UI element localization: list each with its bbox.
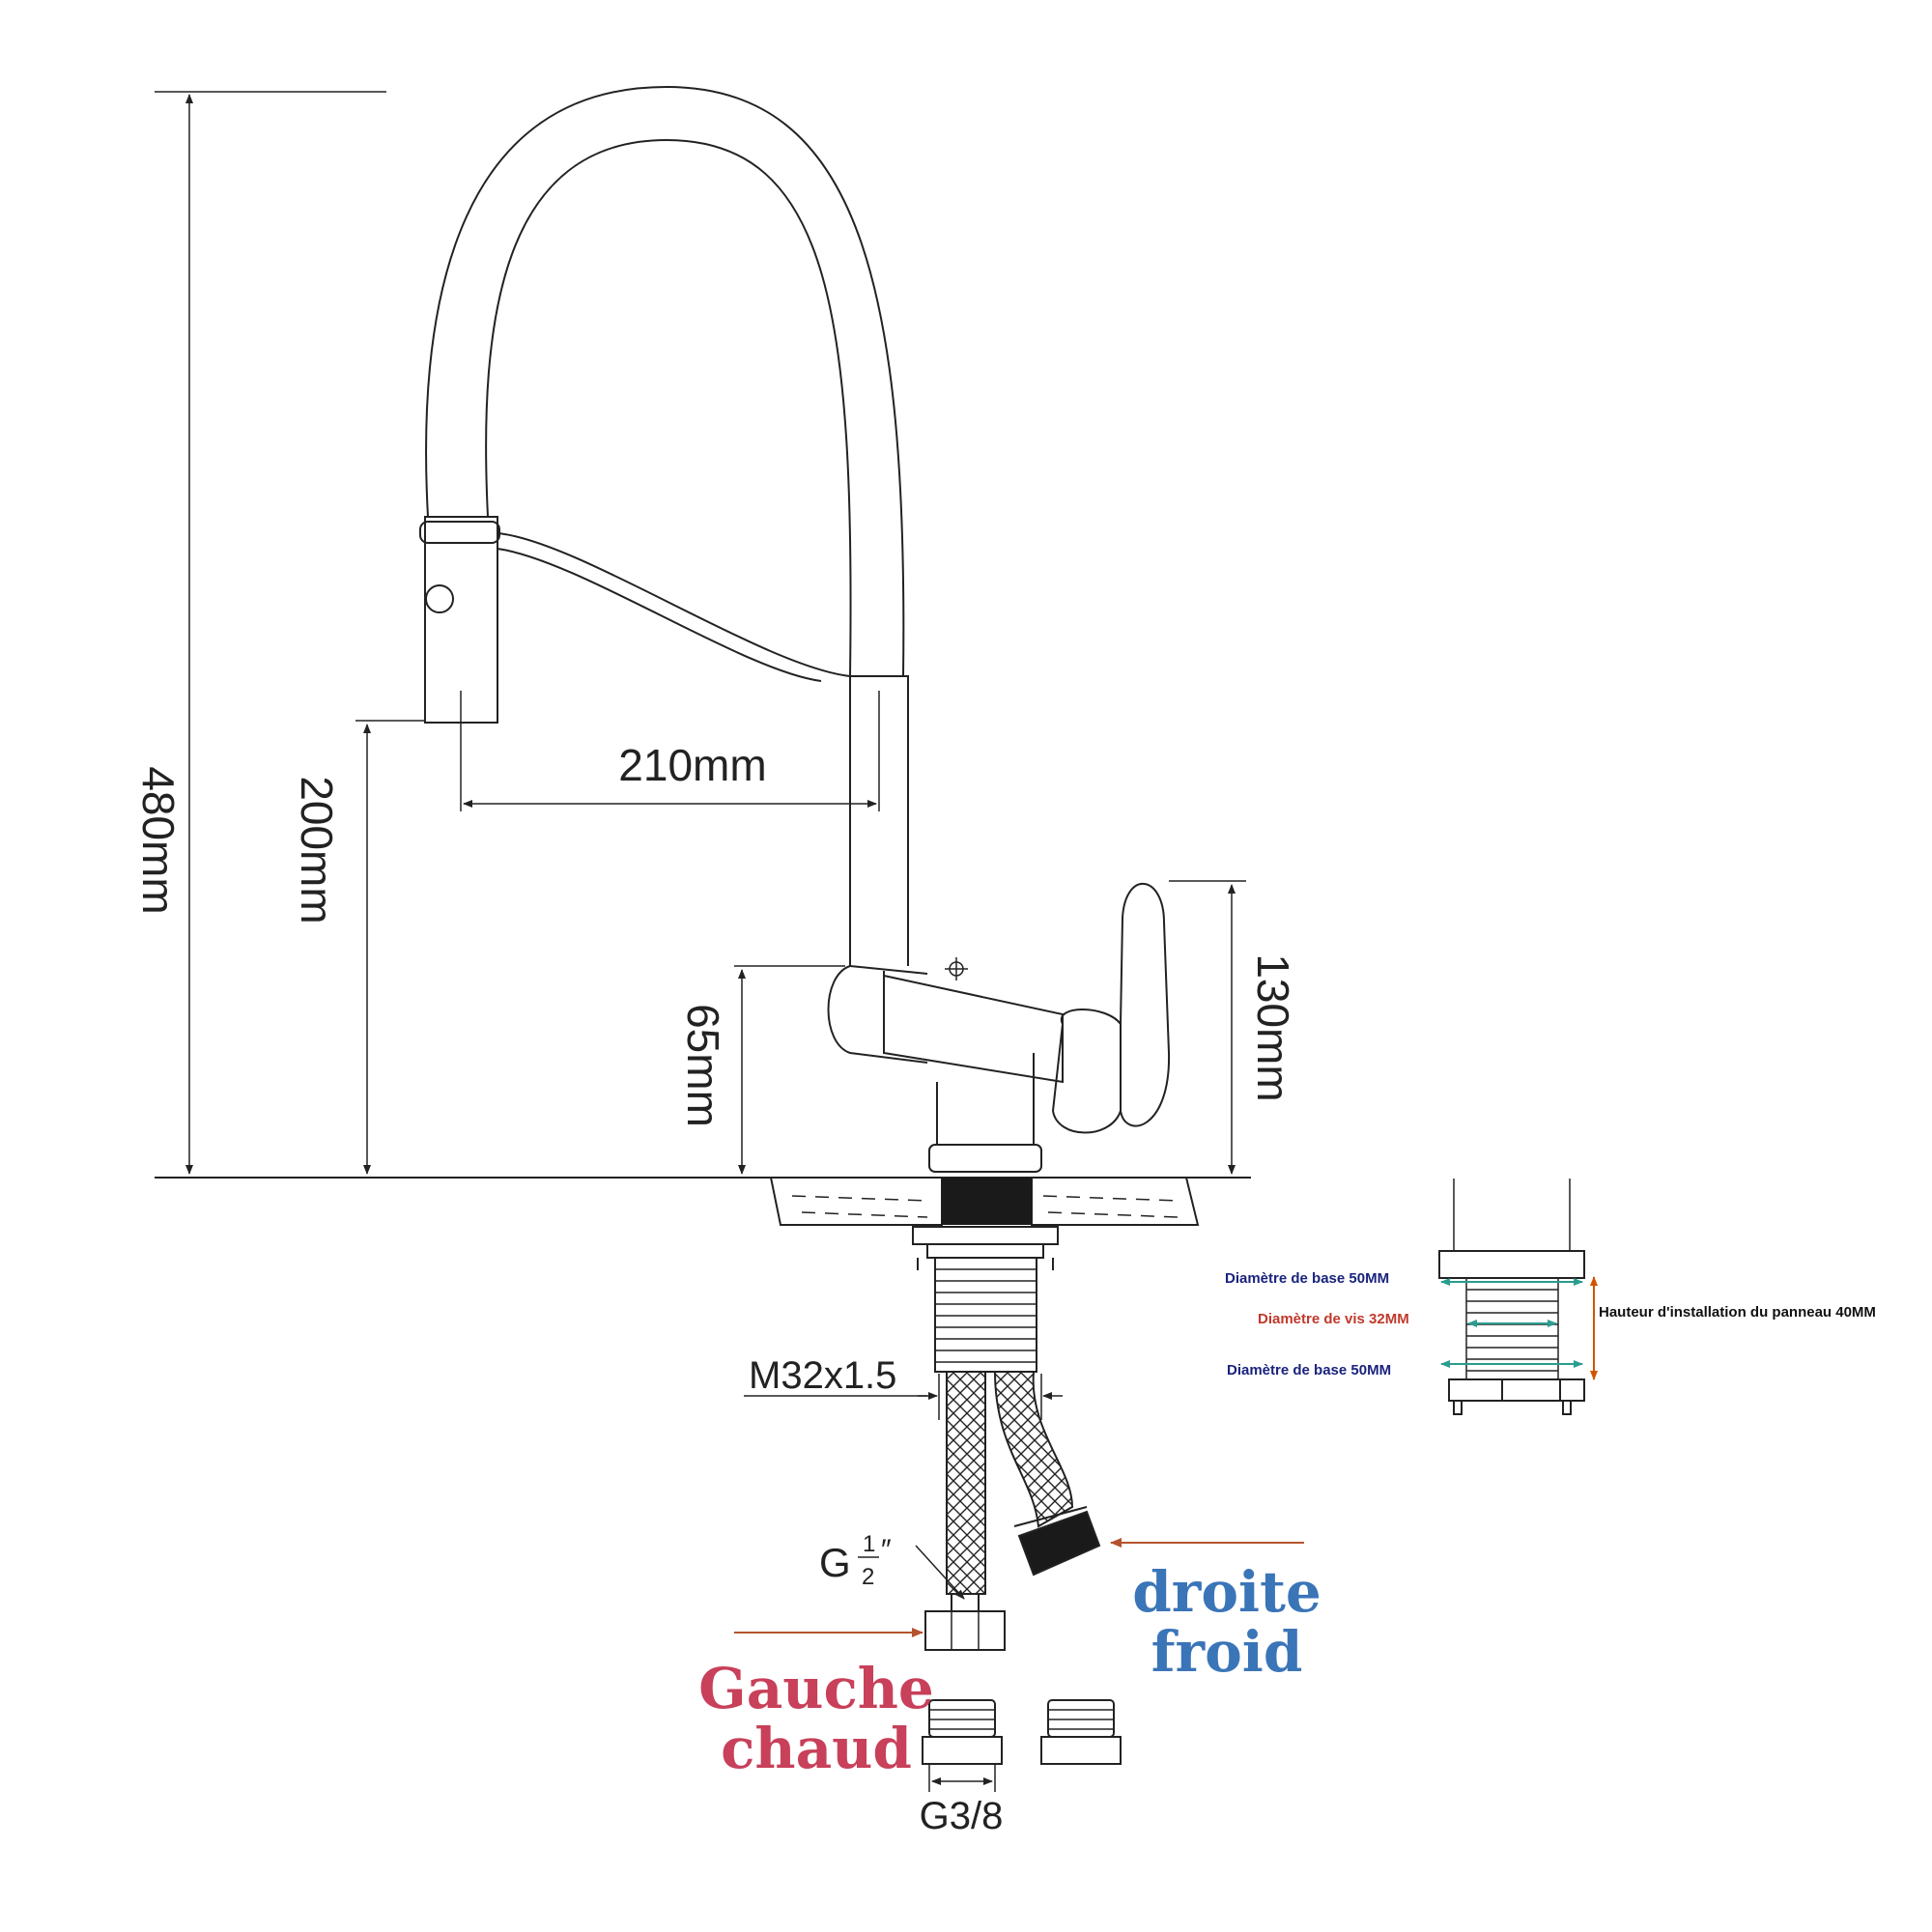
adapter-left: [922, 1699, 1003, 1765]
label-hose-fitting-num: 1: [863, 1531, 875, 1557]
label-hose-fitting-den: 2: [862, 1564, 874, 1590]
mounting-detail: [1438, 1179, 1598, 1415]
mount-shank: [912, 1226, 1059, 1373]
label-screw-diameter: Diamètre de vis 32MM: [1258, 1311, 1409, 1327]
supply-hoses: [924, 1371, 1101, 1651]
label-body-height: 65mm: [678, 1004, 728, 1127]
label-left-hot-1: Gauche: [698, 1656, 934, 1721]
label-base-diameter-bottom: Diamètre de base 50MM: [1227, 1362, 1391, 1378]
label-spout-height: 200mm: [292, 776, 342, 923]
label-thread: M32x1.5: [749, 1354, 896, 1397]
faucet-outline: [419, 85, 1171, 1173]
label-handle-height: 130mm: [1248, 953, 1298, 1101]
label-right-cold-2: froid: [1151, 1619, 1303, 1685]
label-base-diameter-top: Diamètre de base 50MM: [1225, 1270, 1389, 1287]
label-panel-height: Hauteur d'installation du panneau 40MM: [1599, 1304, 1876, 1321]
label-left-hot-2: chaud: [721, 1716, 912, 1781]
label-hose-fitting: G 1 2 ″: [819, 1531, 892, 1590]
label-spout-reach: 210mm: [618, 740, 766, 790]
crosshair-icon: [945, 957, 968, 980]
gasket: [942, 1178, 1032, 1225]
label-right-cold-1: droite: [1132, 1559, 1321, 1625]
label-adapter-thread: G3/8: [920, 1795, 1004, 1837]
label-hose-fitting-mark: ″: [881, 1534, 892, 1566]
countertop: [155, 1177, 1251, 1226]
label-hose-fitting-base: G: [819, 1540, 851, 1585]
dimension-lines: [155, 91, 1304, 1792]
adapter-right: [1040, 1699, 1122, 1765]
label-total-height: 480mm: [133, 766, 184, 914]
